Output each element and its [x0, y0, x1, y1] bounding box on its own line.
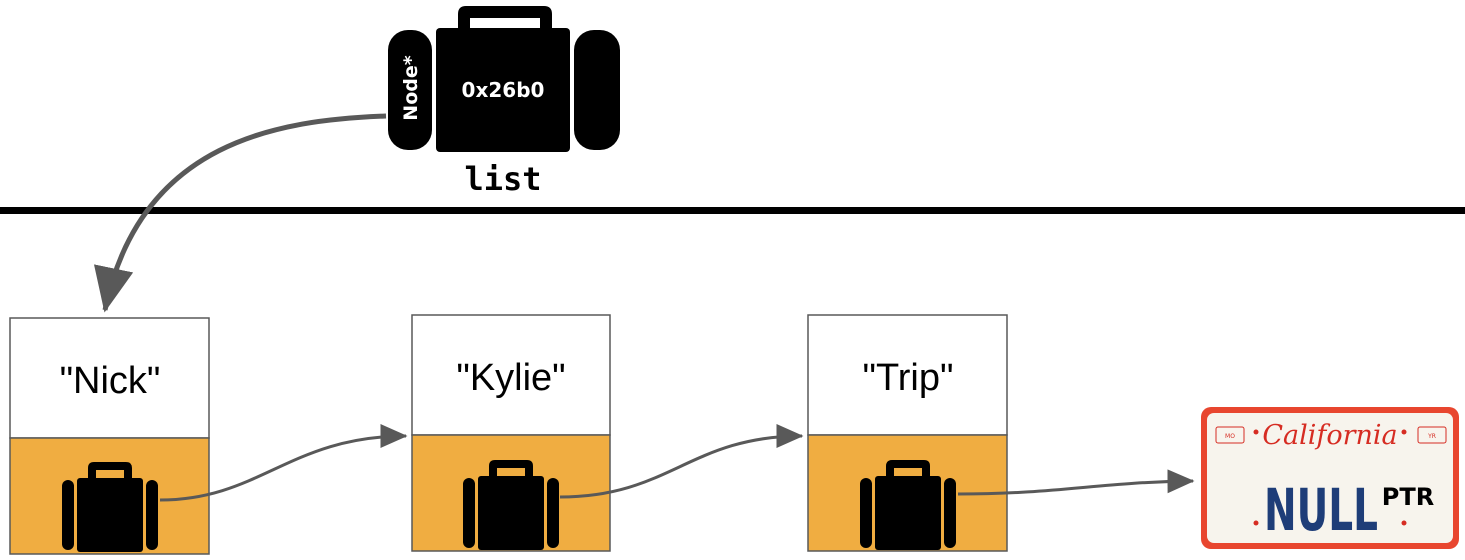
plate-state-name: California — [1262, 420, 1397, 451]
pointer-variable-suitcase-icon: Node* 0x26b0 — [388, 6, 620, 152]
node-label: "Kylie" — [456, 357, 565, 399]
next-arrow-2 — [559, 424, 804, 499]
null-license-plate: MO YR California NULL PTR — [1201, 407, 1459, 549]
head-pointer-arrow — [94, 113, 387, 313]
plate-main-text: NULL — [1264, 476, 1378, 544]
node-data-cell — [411, 314, 611, 436]
node-data-cell — [9, 317, 210, 439]
next-arrow-3 — [957, 469, 1195, 496]
list-node-3: "Trip" — [807, 314, 1008, 552]
next-arrow-1 — [159, 424, 408, 502]
pointer-value-label: 0x26b0 — [462, 78, 545, 102]
plate-suffix-text: PTR — [1382, 483, 1434, 511]
node-label: "Trip" — [862, 357, 953, 399]
list-node-1: "Nick" — [9, 317, 210, 555]
plate-corner-right: YR — [1427, 433, 1436, 440]
stack-heap-divider — [0, 207, 1465, 214]
node-label: "Nick" — [60, 360, 161, 402]
node-data-cell — [807, 314, 1008, 436]
list-node-2: "Kylie" — [411, 314, 611, 552]
plate-corner-left: MO — [1225, 433, 1235, 440]
pointer-type-label: Node* — [400, 55, 422, 120]
variable-name-label: list — [464, 160, 541, 198]
